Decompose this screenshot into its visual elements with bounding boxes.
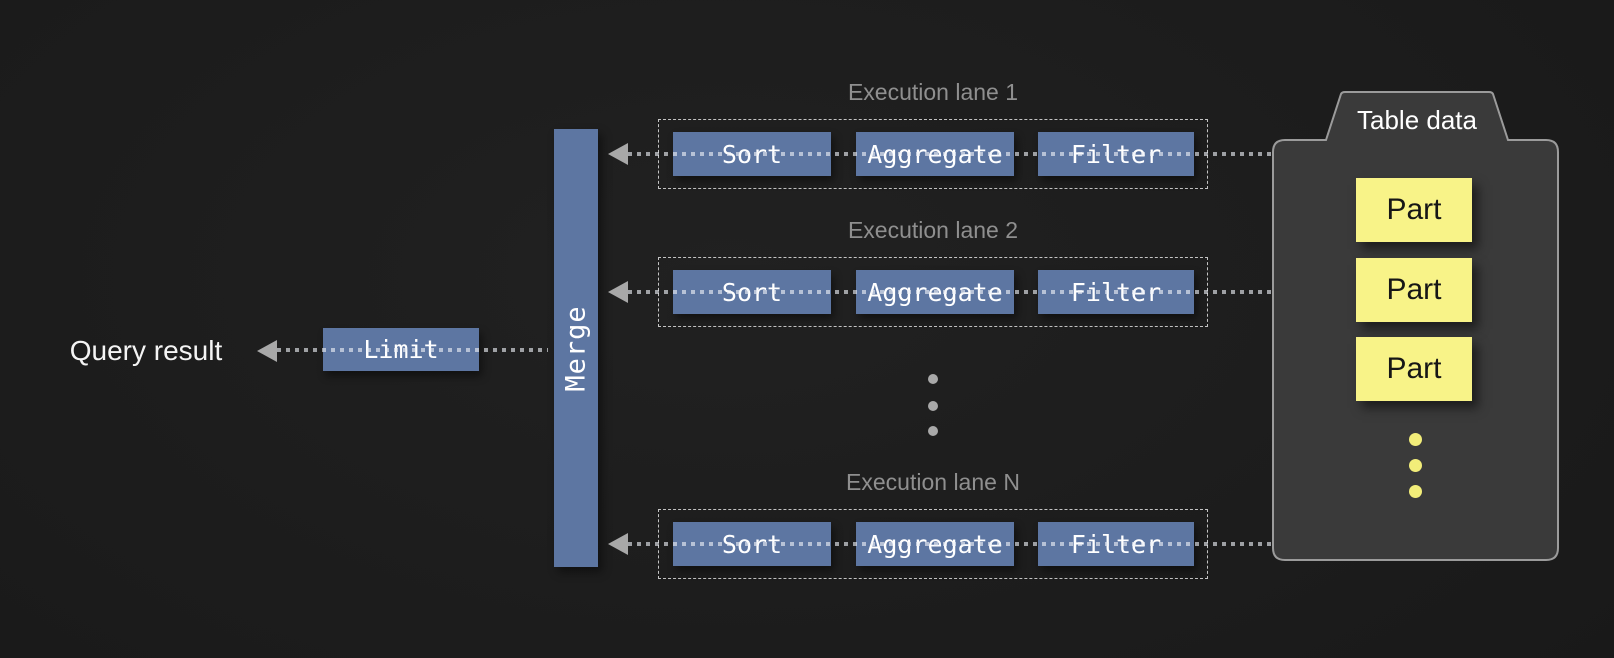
lane-title: Execution lane 1 — [847, 79, 1019, 105]
lanes-ellipsis-dot — [928, 401, 938, 411]
arrow-head-into-merge — [608, 143, 628, 165]
execution-lane-1: Execution lane 1 Sort Aggregate Filter — [598, 77, 1274, 193]
parts-ellipsis-dot — [1409, 433, 1422, 446]
merge-operator: Merge — [554, 129, 598, 567]
arrow-head-to-query-result — [257, 340, 277, 362]
execution-lane-n: Execution lane N Sort Aggregate Filter — [598, 467, 1274, 583]
arrow-head-into-merge — [608, 281, 628, 303]
execution-lane-2: Execution lane 2 Sort Aggregate Filter — [598, 215, 1274, 331]
dotted-flow-line — [628, 542, 1273, 546]
dotted-flow-line — [628, 290, 1273, 294]
parts-ellipsis-dot — [1409, 459, 1422, 472]
parts-ellipsis-dot — [1409, 485, 1422, 498]
merge-label: Merge — [560, 304, 592, 392]
dotted-flow-line — [628, 152, 1273, 156]
query-result-label: Query result — [69, 335, 223, 366]
lane-title: Execution lane 2 — [847, 217, 1019, 243]
arrow-head-into-merge — [608, 533, 628, 555]
lanes-ellipsis-dot — [928, 426, 938, 436]
dotted-flow-line-limit — [277, 348, 548, 352]
lane-title: Execution lane N — [846, 469, 1020, 495]
table-part: Part — [1356, 258, 1472, 322]
table-data-outline — [1272, 91, 1559, 561]
table-part: Part — [1356, 337, 1472, 401]
table-data-title: Table data — [1357, 105, 1477, 135]
table-data-container — [1272, 91, 1559, 561]
lanes-ellipsis-dot — [928, 374, 938, 384]
table-part: Part — [1356, 178, 1472, 242]
